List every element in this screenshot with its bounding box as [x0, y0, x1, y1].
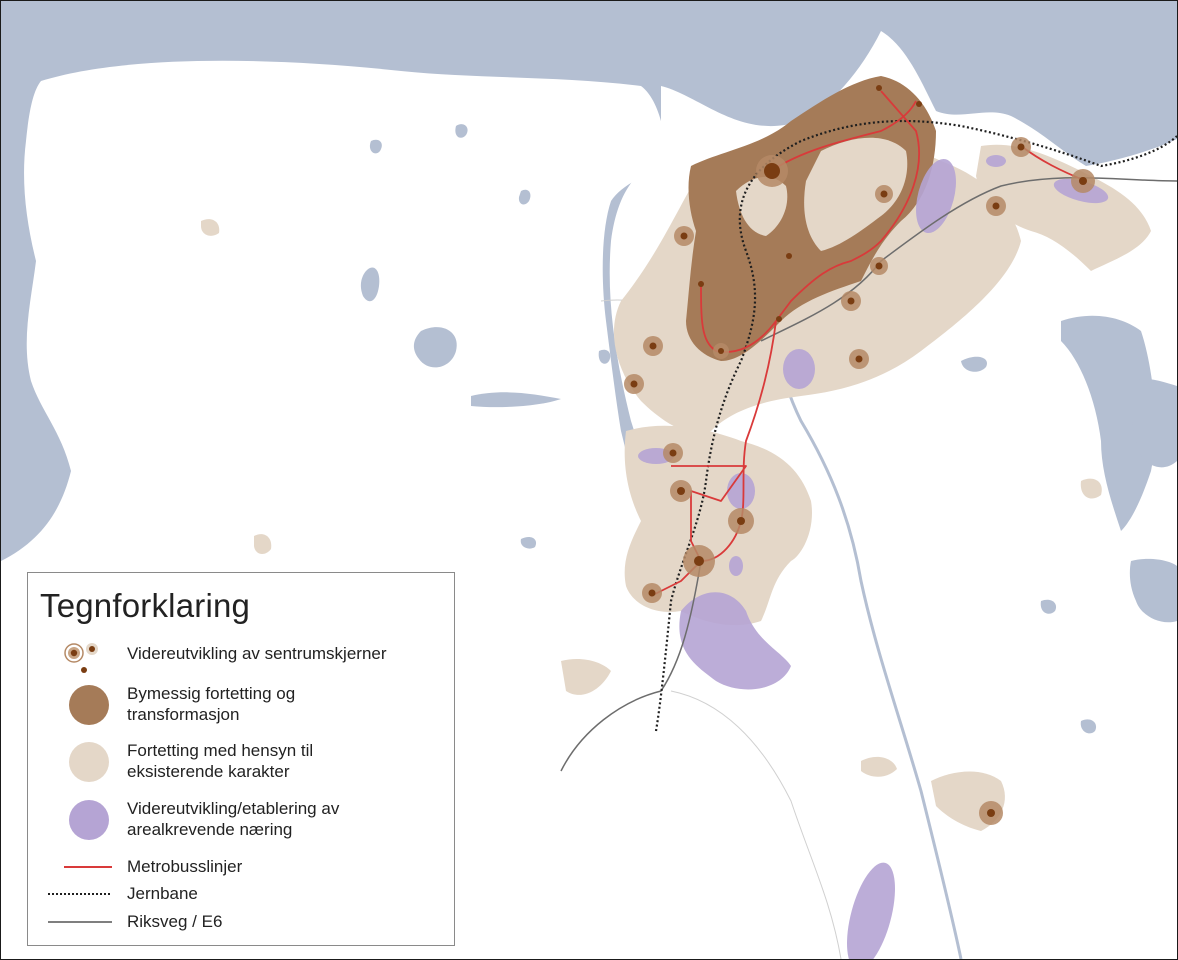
red-line-icon: [64, 866, 112, 868]
lakes: [360, 124, 1177, 734]
grey-line-icon: [48, 921, 112, 923]
purple-blob-icon: [69, 800, 109, 840]
legend-label-fortetting: Fortetting med hensyn til eksisterende k…: [127, 741, 314, 781]
legend-item-jernbane: Jernbane: [28, 883, 454, 907]
center-dots: [630, 85, 1087, 817]
legend-label-bymessig: Bymessig fortetting og transformasjon: [127, 684, 296, 724]
legend-title: Tegnforklaring: [40, 587, 251, 624]
legend-item-sentrum: Videreutvikling av sentrumskjerner: [28, 639, 454, 679]
center-dots-icon: [64, 643, 98, 673]
legend-item-bymessig: Bymessig fortetting og transformasjon: [28, 679, 454, 731]
legend-item-naering: Videreutvikling/etablering av arealkreve…: [28, 794, 454, 846]
road-lines: [560, 176, 1177, 772]
density-light-holes: [736, 137, 908, 251]
legend-label-metrobuss: Metrobusslinjer: [127, 857, 243, 876]
legend-label-riksveg: Riksveg / E6: [127, 912, 223, 931]
legend-item-fortetting: Fortetting med hensyn til eksisterende k…: [28, 736, 454, 788]
legend-label-naering: Videreutvikling/etablering av arealkreve…: [127, 799, 340, 839]
dark-blob-icon: [69, 685, 109, 725]
legend-panel: Tegnforklaring Videreutvikling av sentru…: [27, 572, 455, 946]
legend-label-sentrum: Videreutvikling av sentrumskjerner: [127, 644, 387, 663]
legend-item-metrobuss: Metrobusslinjer: [28, 856, 454, 880]
legend-item-riksveg: Riksveg / E6: [28, 911, 454, 935]
light-blob-icon: [69, 742, 109, 782]
legend-label-jernbane: Jernbane: [127, 884, 198, 903]
dotted-line-icon: [48, 893, 112, 895]
